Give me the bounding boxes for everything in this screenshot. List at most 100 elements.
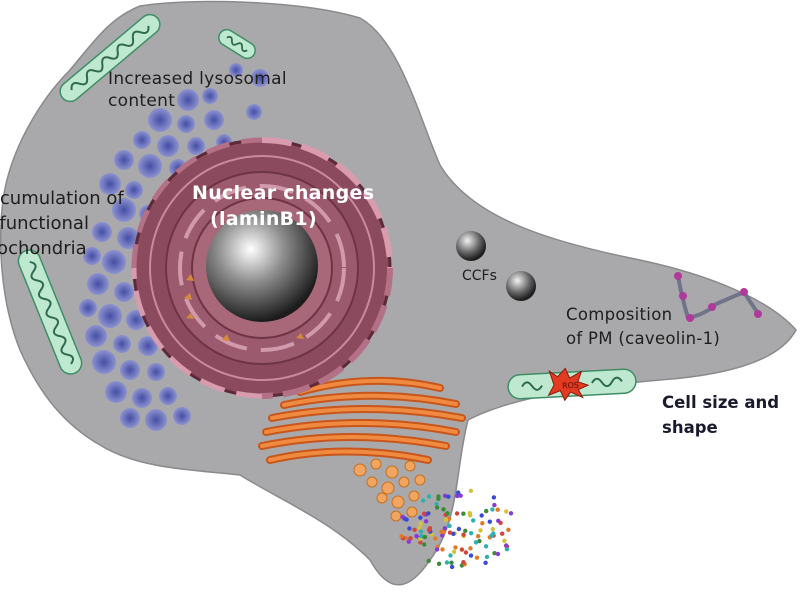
secreted-factor bbox=[419, 533, 424, 539]
vesicle bbox=[366, 476, 378, 488]
secreted-factor bbox=[492, 551, 497, 556]
secreted-factor bbox=[491, 531, 496, 536]
lysosome bbox=[145, 409, 167, 431]
lysosome bbox=[120, 408, 140, 428]
secreted-factor bbox=[456, 490, 461, 495]
secreted-factor bbox=[500, 531, 505, 536]
secreted-factor bbox=[421, 511, 427, 516]
secreted-factor bbox=[461, 511, 466, 516]
secreted-factor bbox=[407, 526, 412, 531]
lysosome bbox=[251, 69, 269, 87]
label-ccfs: CCFs bbox=[462, 268, 497, 284]
secreted-factor bbox=[440, 533, 445, 538]
secreted-factor bbox=[455, 493, 460, 499]
lysosome bbox=[204, 110, 224, 130]
secreted-factor bbox=[469, 531, 474, 536]
vesicle bbox=[406, 506, 418, 518]
secreted-factor bbox=[484, 508, 489, 514]
secreted-factor bbox=[434, 501, 439, 507]
secreted-factor bbox=[420, 498, 426, 503]
ccf-particle bbox=[506, 271, 536, 301]
secreted-factor bbox=[426, 527, 432, 533]
secreted-factor bbox=[478, 528, 483, 533]
secreted-factor bbox=[440, 547, 445, 552]
secreted-factor bbox=[422, 534, 428, 540]
secreted-factor bbox=[467, 511, 472, 516]
lysosome bbox=[120, 360, 140, 380]
nucleolus bbox=[206, 210, 318, 322]
secreted-factor bbox=[471, 518, 476, 523]
lysosome bbox=[187, 137, 205, 155]
secreted-factor bbox=[445, 511, 450, 516]
lysosome bbox=[102, 250, 126, 274]
ros-label: ROS bbox=[562, 381, 579, 391]
secreted-factor bbox=[449, 560, 454, 565]
secreted-factor bbox=[412, 527, 417, 532]
lysosome bbox=[83, 247, 101, 265]
vesicle bbox=[390, 510, 402, 522]
lysosome bbox=[92, 350, 116, 374]
lysosome bbox=[79, 299, 97, 317]
secreted-factor bbox=[446, 494, 451, 499]
lysosome bbox=[113, 335, 131, 353]
secreted-factor bbox=[442, 526, 447, 531]
secreted-factor bbox=[495, 507, 500, 512]
lysosome-cluster bbox=[79, 63, 269, 431]
lysosome bbox=[173, 407, 191, 425]
secreted-factor bbox=[418, 521, 424, 526]
secreted-factor bbox=[406, 539, 411, 544]
secreted-factor bbox=[441, 507, 446, 512]
label-lysosomal: Increased lysosomal content bbox=[108, 69, 287, 111]
lysosome bbox=[202, 88, 218, 104]
secreted-factor bbox=[399, 534, 404, 539]
secreted-factor bbox=[408, 536, 413, 541]
ros-burst-icon bbox=[547, 367, 590, 402]
ccf-particle bbox=[456, 231, 486, 261]
lysosome bbox=[246, 104, 262, 120]
vesicle bbox=[408, 490, 420, 502]
secreted-factor bbox=[426, 494, 432, 499]
secreted-factor bbox=[451, 549, 457, 554]
secreted-factor bbox=[433, 536, 438, 541]
secreted-factor bbox=[484, 554, 490, 560]
lysosome bbox=[114, 282, 134, 302]
secreted-factor bbox=[442, 493, 448, 498]
secreted-factor bbox=[483, 544, 489, 549]
secreted-factor bbox=[400, 514, 405, 520]
caveolin-chain bbox=[674, 272, 762, 322]
vesicle bbox=[353, 463, 367, 477]
secreted-factor bbox=[461, 560, 466, 565]
lysosome bbox=[177, 89, 199, 111]
secreted-factor bbox=[443, 517, 449, 522]
lysosome bbox=[87, 273, 109, 295]
secreted-factor bbox=[441, 529, 446, 535]
secreted-factor bbox=[463, 550, 469, 555]
secreted-factor bbox=[496, 518, 501, 523]
vesicle bbox=[385, 465, 399, 479]
secreted-factor bbox=[447, 530, 453, 535]
lysosome bbox=[132, 388, 152, 408]
lysosome bbox=[159, 387, 177, 405]
label-plasma-membrane: Composition of PM (caveolin-1) bbox=[566, 305, 721, 348]
secreted-factor bbox=[487, 519, 492, 524]
label-nuclear-changes: Nuclear changes (laminB1) bbox=[192, 182, 375, 230]
secreted-factor bbox=[434, 505, 440, 510]
secreted-factor bbox=[504, 509, 509, 514]
lysosome bbox=[133, 131, 151, 149]
lysosome bbox=[177, 115, 195, 133]
secreted-factor bbox=[504, 543, 509, 548]
vesicle bbox=[414, 474, 426, 486]
secreted-factor bbox=[418, 540, 423, 545]
lysosome bbox=[138, 336, 158, 356]
secreted-factor bbox=[473, 540, 479, 545]
secreted-factor bbox=[422, 542, 427, 547]
label-mitochondria: ccumulation of sfunctional tochondria bbox=[0, 188, 124, 259]
lysosome bbox=[112, 198, 136, 222]
secreted-factor bbox=[423, 519, 429, 524]
secreted-factor bbox=[504, 547, 510, 552]
lysosome bbox=[85, 325, 107, 347]
secreted-factor bbox=[468, 546, 473, 551]
secreted-factor bbox=[418, 515, 423, 520]
